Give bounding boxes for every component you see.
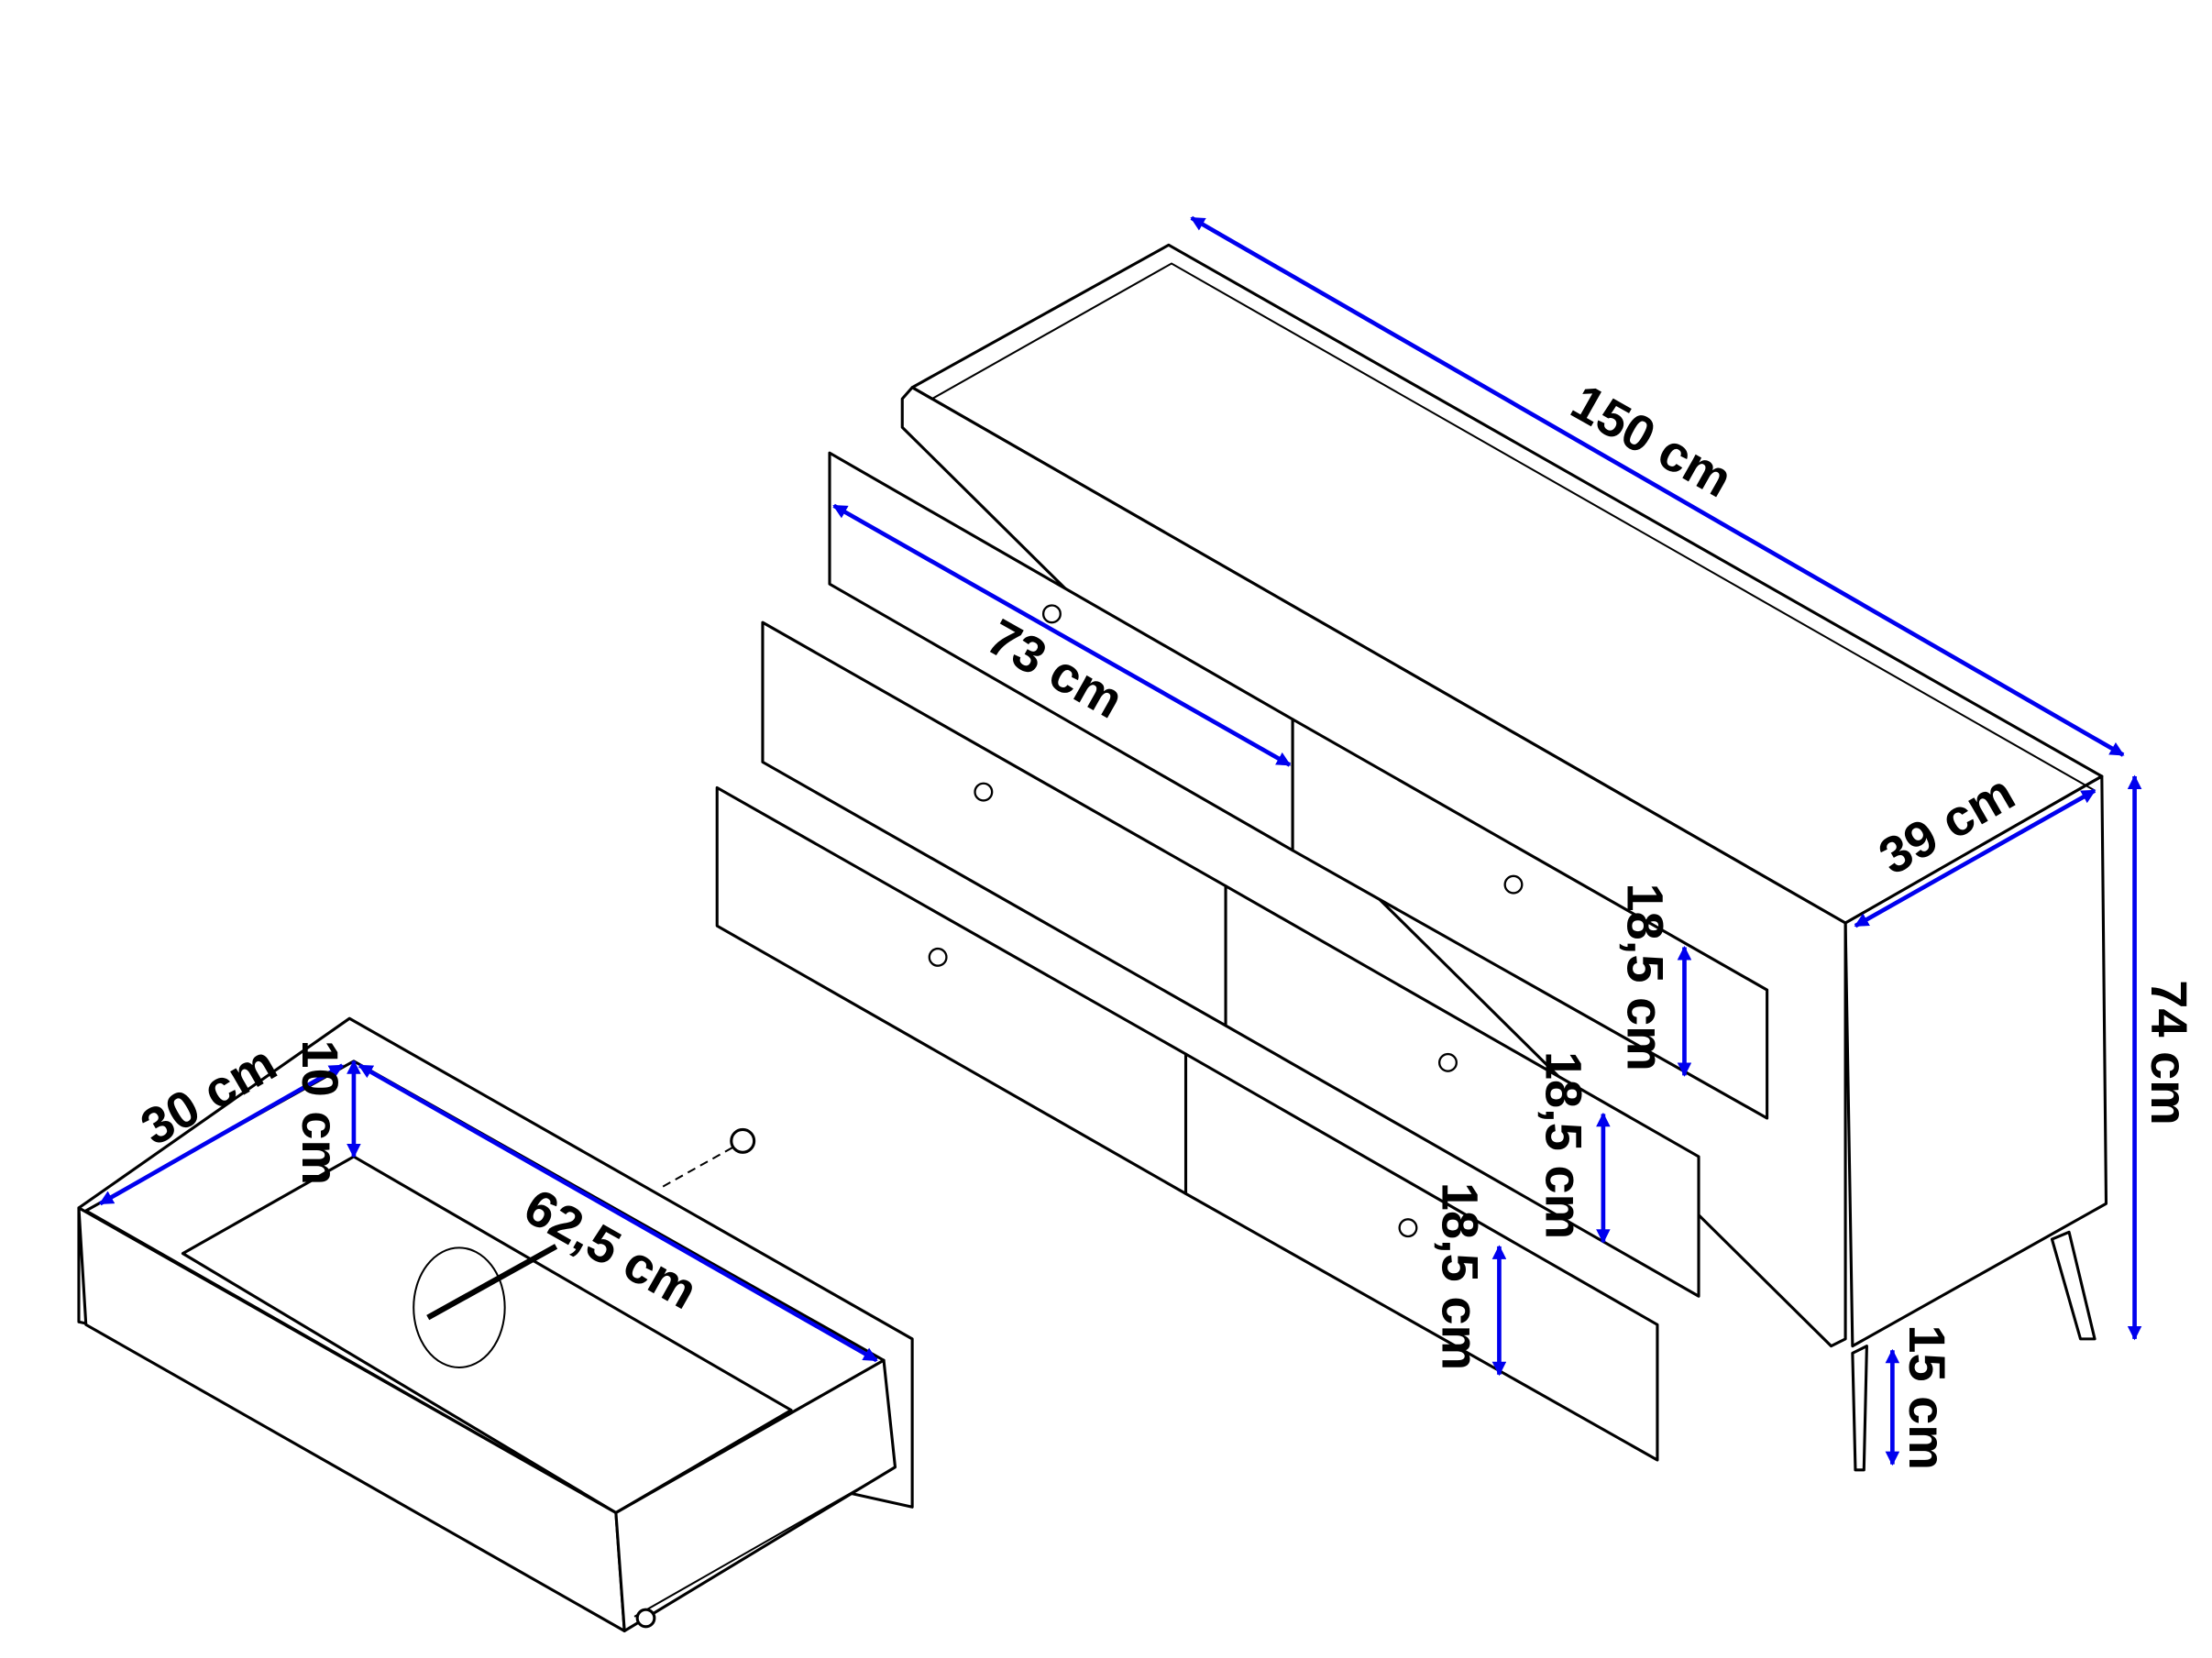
leg-back [2050, 1230, 2096, 1341]
knob-icon [730, 1127, 756, 1154]
drawer-front-end [614, 1358, 897, 1633]
height-label: 74 cm [2140, 980, 2198, 1125]
leg-front [1851, 1345, 1868, 1472]
drawer-height-label-2: 18,5 cm [1535, 1051, 1593, 1239]
drawer-top-right [1291, 718, 1769, 1120]
knob-icon [1398, 1218, 1418, 1238]
dimension-lines [98, 215, 2142, 1466]
drawer-mid-right [1224, 884, 1700, 1298]
drawer-height-label: 10 cm [292, 1040, 349, 1186]
drawer-bottom-right [1183, 1052, 1659, 1462]
knob-icon [928, 947, 948, 967]
knob-icon [1503, 874, 1524, 895]
drawer-height-label-1: 18,5 cm [1616, 884, 1674, 1071]
knob-icon [1041, 604, 1062, 624]
drawer-height-label-3: 18,5 cm [1431, 1182, 1489, 1370]
knob-icon [1437, 1052, 1458, 1072]
runner-wheel-icon [635, 1608, 656, 1629]
knob-icon [974, 782, 994, 802]
leg-height-label: 15 cm [1898, 1324, 1956, 1470]
